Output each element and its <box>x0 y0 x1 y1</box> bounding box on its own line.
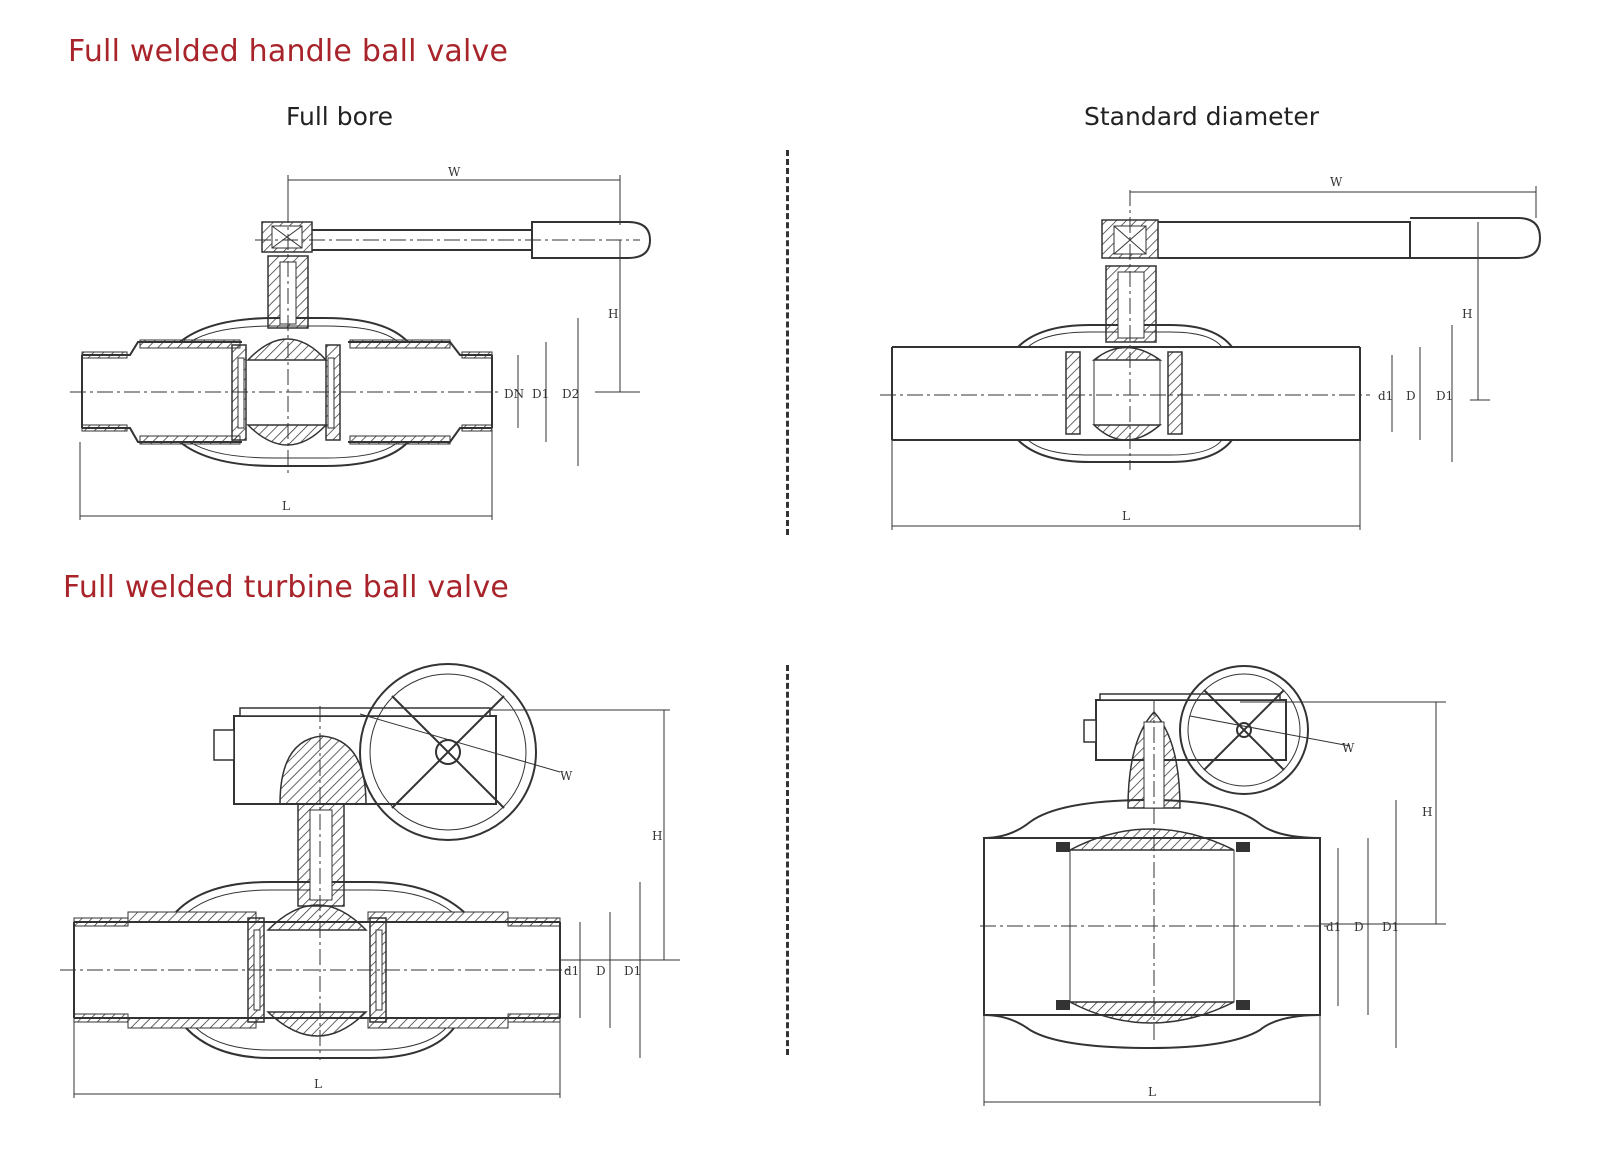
divider-top <box>786 150 789 535</box>
label-dn: DN <box>504 387 524 401</box>
divider-bottom <box>786 665 789 1055</box>
label-h: H <box>1462 307 1472 321</box>
label-w: W <box>560 769 573 783</box>
label-d1: d1 <box>1378 389 1393 403</box>
label-h: H <box>1422 805 1432 819</box>
label-d2: D2 <box>562 387 579 401</box>
label-cap-d1: D1 <box>624 964 641 978</box>
label-d: D <box>1406 389 1416 403</box>
label-l: L <box>1148 1085 1156 1099</box>
label-d1: d1 <box>564 964 579 978</box>
label-d: D <box>596 964 606 978</box>
label-d: D <box>1354 920 1364 934</box>
label-l: L <box>314 1077 322 1091</box>
label-w: W <box>448 165 461 179</box>
label-h: H <box>608 307 618 321</box>
diagram-full-bore-handle: W H DN D1 D2 L <box>70 165 652 520</box>
label-w: W <box>1342 741 1355 755</box>
subtitle-full-bore: Full bore <box>286 102 393 131</box>
diagram-turbine-left: W H d1 D D1 L <box>60 663 680 1098</box>
label-d1: d1 <box>1326 920 1341 934</box>
label-h: H <box>652 829 662 843</box>
label-l: L <box>1122 509 1130 523</box>
label-cap-d1: D1 <box>1436 389 1453 403</box>
section-title-handle: Full welded handle ball valve <box>68 34 509 69</box>
label-cap-d1: D1 <box>1382 920 1399 934</box>
label-d1: D1 <box>532 387 549 401</box>
subtitle-standard-diameter: Standard diameter <box>1084 102 1320 131</box>
diagram-standard-diameter-handle: W H d1 D D1 L <box>880 175 1542 530</box>
label-w: W <box>1330 175 1343 189</box>
label-l: L <box>282 499 290 513</box>
section-title-turbine: Full welded turbine ball valve <box>63 570 510 605</box>
